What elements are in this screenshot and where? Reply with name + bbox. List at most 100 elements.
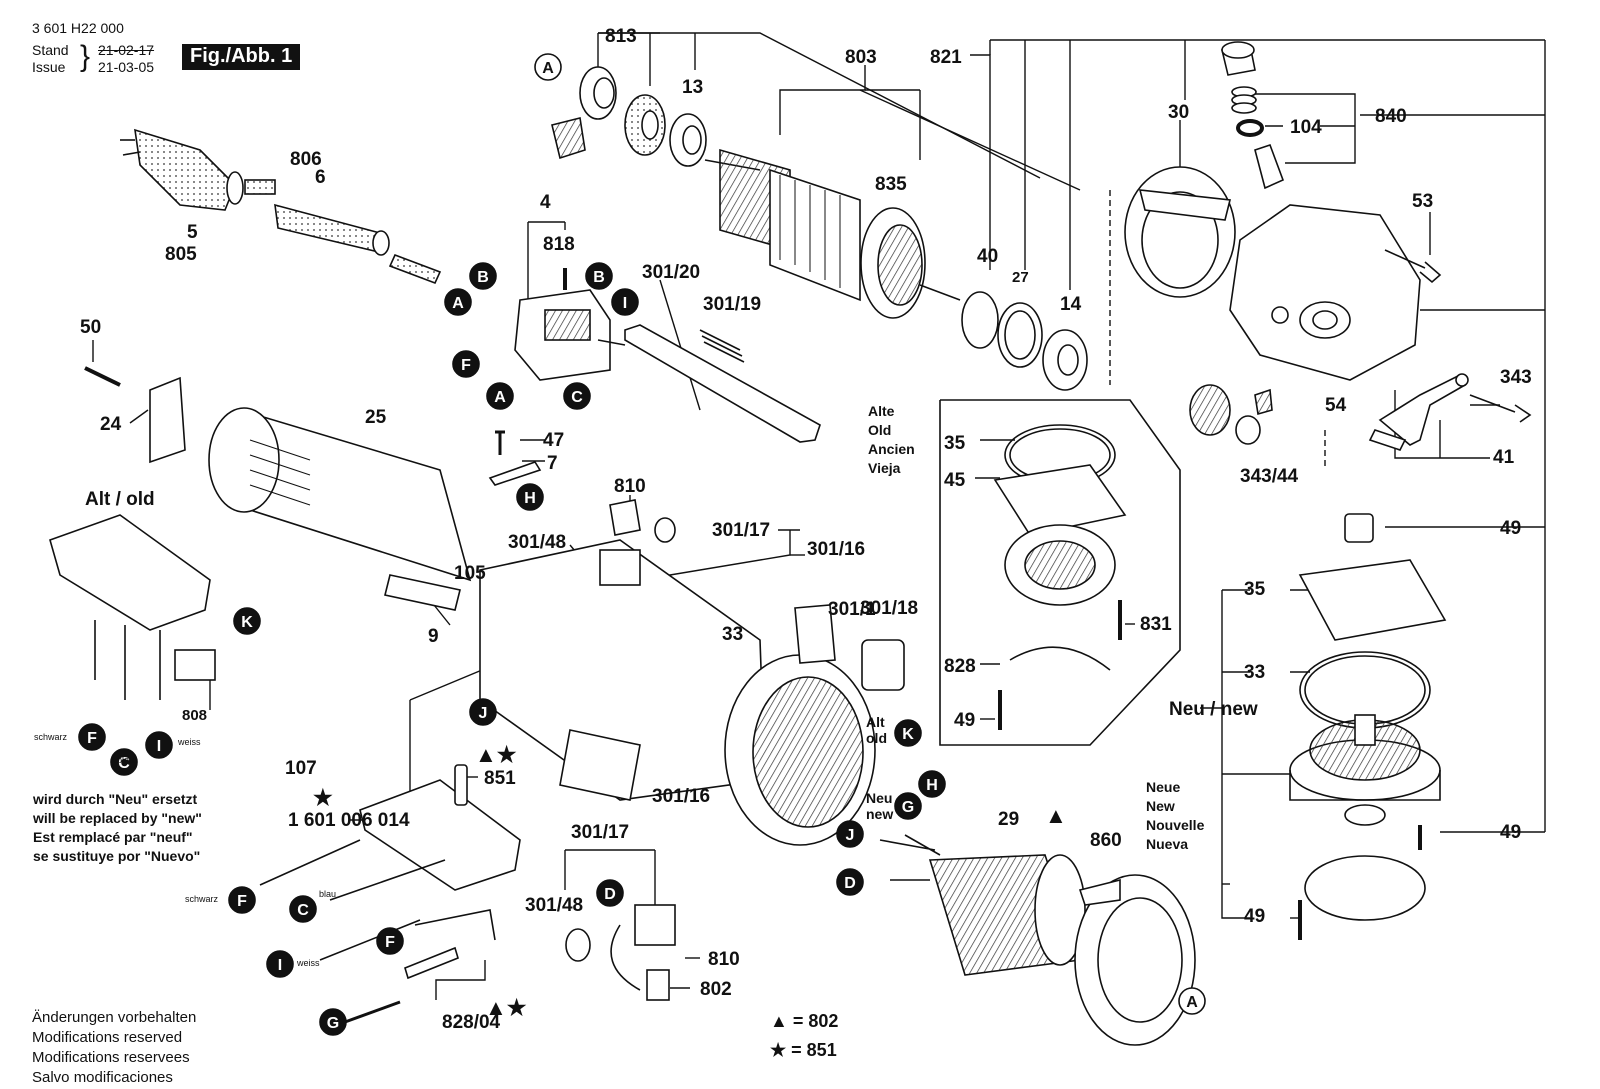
o-ring-828-04-part [1304,855,1426,921]
svg-text:H: H [524,490,536,507]
gear-housing-part [1229,204,1421,381]
replacement-note: wird durch "Neu" ersetzt will be replace… [33,790,202,866]
part-label-repeat: 49 [954,710,975,731]
part-label: 813 [605,26,637,47]
part-label: 7 [547,453,558,474]
housing-cover-part [208,407,472,582]
wire-color-label: blau [319,889,336,899]
connector-badge-j: J [469,698,497,726]
replacement-note-en: will be replaced by "new" [33,810,202,826]
svg-text:B: B [593,269,605,286]
svg-text:G: G [327,1015,339,1032]
screw-54-part [1469,394,1532,423]
nut-45-part [1235,415,1261,445]
part-label: 41 [1493,447,1515,468]
connector-badge-f: F [452,350,480,378]
motor-housing-part [479,539,876,846]
part-label: 33 [722,624,743,645]
part-label-repeat: 49 [1244,906,1265,927]
bushing-41-part [1344,513,1374,543]
legend-triangle: ▲ = 802 [770,1011,838,1032]
replacement-note-es: se sustituye por "Nuevo" [33,848,201,864]
new-label-en: New [1146,798,1175,814]
part-label: 13 [682,77,703,98]
switch-4-part [514,289,626,381]
part-label: 301/17 [571,822,629,843]
part-label: 105 [454,563,486,584]
svg-text:J: J [479,705,488,722]
svg-text:G: G [902,799,914,816]
part-label: 805 [165,244,197,265]
part-label: 808 [182,707,207,724]
part-label: Alt / old [85,489,155,510]
wire-color-label: weiss [177,737,201,747]
star-symbol: ★ [770,1040,787,1060]
new-variant-label: Neue New Nouvelle Nueva [1146,778,1204,854]
wire-color-label: schwarz [185,894,219,904]
connector-badge-f: F [376,927,404,955]
part-label: 30 [1168,102,1189,123]
svg-text:H: H [926,777,938,794]
brush-810-part [609,499,641,536]
wire-color-label: blau [117,755,134,765]
sleeve-860-part [404,946,459,980]
connector-badge-i: I [266,950,294,978]
figure-label: Fig./Abb. 1 [182,44,301,70]
spring-301-17-lower-part [565,928,591,962]
old-label-de: Alte [868,403,895,419]
part-label-repeat: 35 [1244,579,1266,600]
part-label: 810 [614,476,646,497]
part-301-18 [861,639,905,691]
connector-badge-h: H [516,483,544,511]
brush-holder-part [599,549,641,586]
part-label: 14 [1060,294,1082,315]
connector-badge-d: D [836,868,864,896]
connector-badge-c: C [289,895,317,923]
part-label: 818 [543,234,575,255]
spring-301-17-part [654,517,676,543]
svg-text:D: D [604,886,616,903]
part-label: 47 [543,430,564,451]
module-new-part [259,779,521,961]
part-label: 301/1 [828,599,876,620]
connector-badge-j: J [836,820,864,848]
alt-label: Alt [866,714,885,730]
svg-text:K: K [241,614,253,631]
connector-badge-h: H [918,770,946,798]
new-label: new [866,806,894,822]
part-label: 860 [1090,830,1122,851]
wire-color-label: schwarz [34,732,68,742]
part-label: 301/48 [508,532,566,553]
part-label: 4 [540,192,551,213]
connector-badge-a: A [444,288,472,316]
part-label: 301/16 [807,539,865,560]
part-label: 831 [1140,614,1172,635]
old-variant-label: Alte Old Ancien Vieja [868,402,915,478]
part-label-repeat: 49 [1500,822,1521,843]
part-label: 806 [290,149,322,170]
svg-text:J: J [846,827,855,844]
part-label-repeat: 33 [1244,662,1265,683]
lock-lever-part [1368,373,1469,451]
part-label: 828 [944,656,976,677]
old-label: old [866,730,887,746]
part-label: 53 [1412,191,1433,212]
part-label: 835 [875,174,907,195]
svg-text:F: F [461,357,471,374]
connector-badge-c: C [110,748,138,776]
part-label: 301/19 [703,294,761,315]
old-label-fr: Ancien [868,441,915,457]
part-label: 25 [365,407,387,428]
stand-date: 21-02-17 [98,42,155,58]
spring-part [699,329,745,363]
switch-rod-part [624,324,821,443]
connector-badge-a: A [534,53,562,81]
screw-47-part [495,430,505,455]
pin-107-part [454,764,468,806]
plug-part [120,128,276,211]
part-label: 840 [1375,106,1407,127]
part-label: 107 [285,758,317,779]
legend-triangle-text: = 802 [792,1011,839,1031]
connector-badge-i: I [611,288,639,316]
part-label: 54 [1325,395,1347,416]
